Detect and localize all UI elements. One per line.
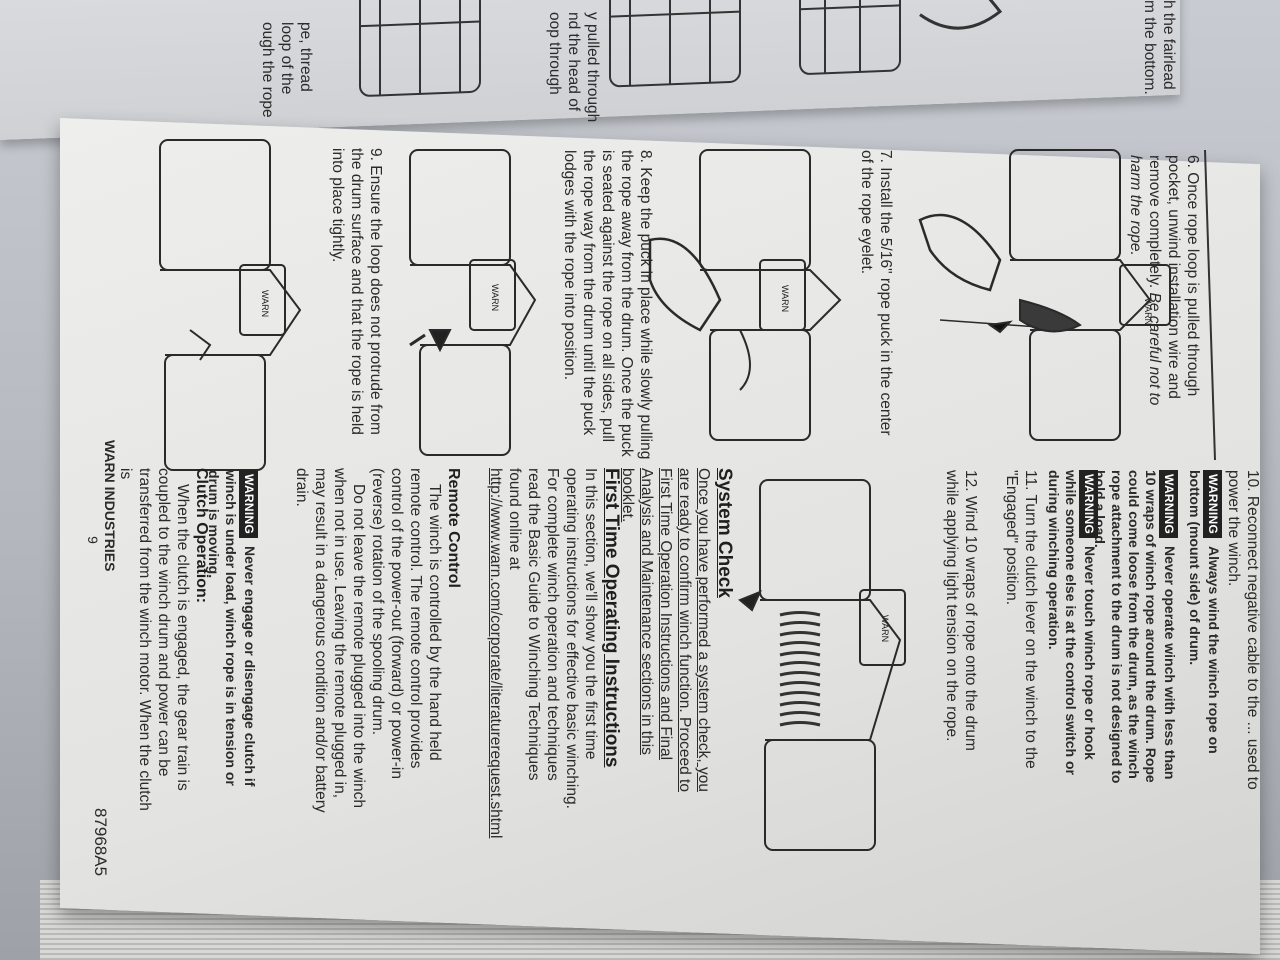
step12-text: 12. Wind 10 wraps of rope onto the drum … <box>943 470 979 751</box>
previous-page-illustrations <box>359 0 1003 97</box>
first-time-heading: First Time Operating Instructions <box>601 468 622 768</box>
remote-control-section: Remote Control The winch is controlled b… <box>292 468 462 813</box>
clutch-section: Clutch Operation: When the clutch is eng… <box>116 468 210 813</box>
warning-badge: WARNING <box>1159 470 1178 539</box>
first-time-section: First Time Operating Instructions In thi… <box>486 468 622 839</box>
svg-text:WARN: WARN <box>1143 298 1153 325</box>
warning-touch-rope: WARNING Never touch winch rope or hook w… <box>1046 470 1098 775</box>
warning-wind-bottom: WARNING Always wind the winch rope on bo… <box>1187 470 1222 754</box>
clutch-heading: Clutch Operation: <box>193 468 210 604</box>
system-check-text: Once you have performed a system check, … <box>619 468 712 792</box>
winch-illustration-partial-1 <box>359 0 481 97</box>
winch-illustration-step8: WARN <box>648 149 842 441</box>
step7-text: 7. Install the 5/16" rope puck in the ce… <box>858 150 894 436</box>
previous-page <box>0 0 1180 140</box>
svg-text:WARN: WARN <box>260 290 270 317</box>
winch-illustration-step9b: WARN <box>159 139 302 471</box>
first-time-text: In this section, we'll show you the firs… <box>487 468 599 839</box>
literature-link[interactable]: http://www.warn.com/corporate/literature… <box>487 468 504 839</box>
page-footer: WARN INDUSTRIES 9 <box>85 440 118 572</box>
svg-text:WARN: WARN <box>780 285 790 312</box>
remote-control-text-1: The winch is controlled by the hand held… <box>369 468 443 779</box>
winch-illustration-step6: WARN <box>918 149 1171 441</box>
winch-illustration-step9: WARN <box>409 149 537 456</box>
system-check-heading: System Check <box>714 468 735 598</box>
step11-text: 11. Turn the clutch lever on the winch t… <box>1003 470 1039 769</box>
warning-clutch: WARNING Never engage or disengage clutch… <box>206 470 258 787</box>
step6-text: 6. Once rope loop is pulled through pock… <box>1127 155 1201 406</box>
remote-control-heading: Remote Control <box>445 468 462 588</box>
svg-text:WARN: WARN <box>880 615 890 642</box>
step9-text: 9. Ensure the loop does not protrude fro… <box>329 148 384 435</box>
column-rule <box>1204 149 1216 461</box>
warning-ten-wraps: WARNING Never operate winch with less th… <box>1092 470 1178 784</box>
clutch-text: When the clutch is engaged, the gear tra… <box>117 468 191 811</box>
step10-text: 10. Reconnect negative cable to the ... … <box>1225 470 1261 790</box>
system-check-section: System Check Once you have performed a s… <box>618 468 735 798</box>
remote-control-text-2: Do not leave the remote plugged into the… <box>293 468 367 813</box>
winch-illustration-step12: WARN <box>738 479 906 851</box>
warning-badge: WARNING <box>1079 470 1098 539</box>
svg-text:WARN: WARN <box>490 284 500 311</box>
document-code: 87968A5 <box>91 808 110 877</box>
winch-illustration-partial-3 <box>799 0 1003 75</box>
warning-badge: WARNING <box>239 470 258 539</box>
winch-illustration-partial-2 <box>609 0 741 88</box>
warning-badge: WARNING <box>1203 470 1222 539</box>
step8-text: 8. Keep the puck in place while slowly p… <box>561 150 654 460</box>
